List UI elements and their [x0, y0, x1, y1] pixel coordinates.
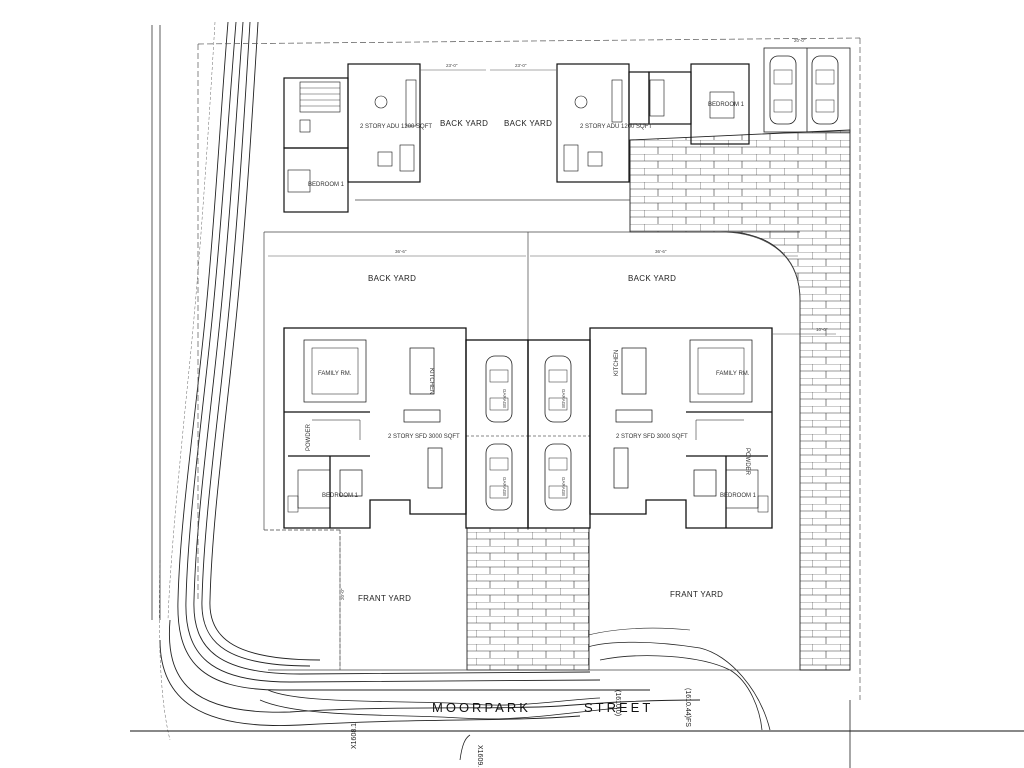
back-yard-adu-right: BACK YARD [504, 119, 552, 128]
paved-driveway-center [466, 527, 590, 671]
main-right-area: 2 STORY SFD 3000 SQFT [616, 434, 688, 440]
dim-adu-gap-right: 23'-0" [515, 63, 527, 68]
garage-label-2: GARAGE [502, 477, 507, 496]
adu-left-area: 2 STORY ADU 1200 SQFT [360, 124, 432, 130]
garage-label-1: GARAGE [502, 389, 507, 408]
front-yard-left: FRANT YARD [358, 594, 411, 603]
elevation-3: (1610.0) [614, 690, 621, 716]
paved-driveway-right [629, 129, 851, 671]
garage-label-3: GARAGE [561, 389, 566, 408]
back-yard-main-left: BACK YARD [368, 274, 416, 283]
dimension-lines [268, 69, 836, 668]
elevation-1: X1608.1 [351, 723, 358, 749]
dim-front-depth: 20'-0" [340, 588, 345, 600]
top-parking [763, 47, 851, 133]
main-left-kitchen: KITCHEN [428, 368, 434, 394]
adu-right-bedroom: BEDROOM 1 [708, 102, 745, 108]
main-left-family: FAMILY RM. [318, 371, 352, 377]
main-right-powder: POWDER [744, 448, 750, 476]
dim-top-right: 20'-0" [794, 38, 806, 43]
dim-side-right: 10'-0" [816, 327, 828, 332]
dim-main-left: 36'-6" [395, 249, 407, 254]
property-line [197, 37, 861, 700]
main-right-kitchen: KITCHEN [614, 350, 620, 376]
adu-right-area: 2 STORY ADU 1200 SQFT [580, 124, 652, 130]
garage-cars [485, 355, 572, 511]
back-yard-main-right: BACK YARD [628, 274, 676, 283]
main-left-powder: POWDER [306, 423, 312, 451]
main-right-bedroom: BEDROOM 1 [720, 493, 757, 499]
garage-block [465, 339, 591, 529]
main-house-right [589, 327, 773, 529]
dim-adu-gap-left: 23'-0" [446, 63, 458, 68]
main-left-bedroom: BEDROOM 1 [322, 493, 359, 499]
street-suffix: STREET [584, 700, 653, 715]
main-left-area: 2 STORY SFD 3000 SQFT [388, 434, 460, 440]
dim-main-right: 36'-6" [655, 249, 667, 254]
main-right-family: FAMILY RM. [716, 371, 750, 377]
back-yard-adu-left: BACK YARD [440, 119, 488, 128]
front-yard-right: FRANT YARD [670, 590, 723, 599]
adu-left [283, 63, 421, 213]
street [130, 627, 1024, 768]
adu-left-bedroom: BEDROOM 1 [308, 182, 345, 188]
elevation-4: (1610.44)FS [684, 688, 691, 727]
elevation-2: X1609. [476, 745, 483, 767]
adu-right [556, 63, 750, 183]
garage-label-4: GARAGE [561, 477, 566, 496]
street-name: MOORPARK [432, 700, 531, 715]
terrain-minor [159, 21, 216, 741]
terrain-contours [159, 21, 701, 726]
